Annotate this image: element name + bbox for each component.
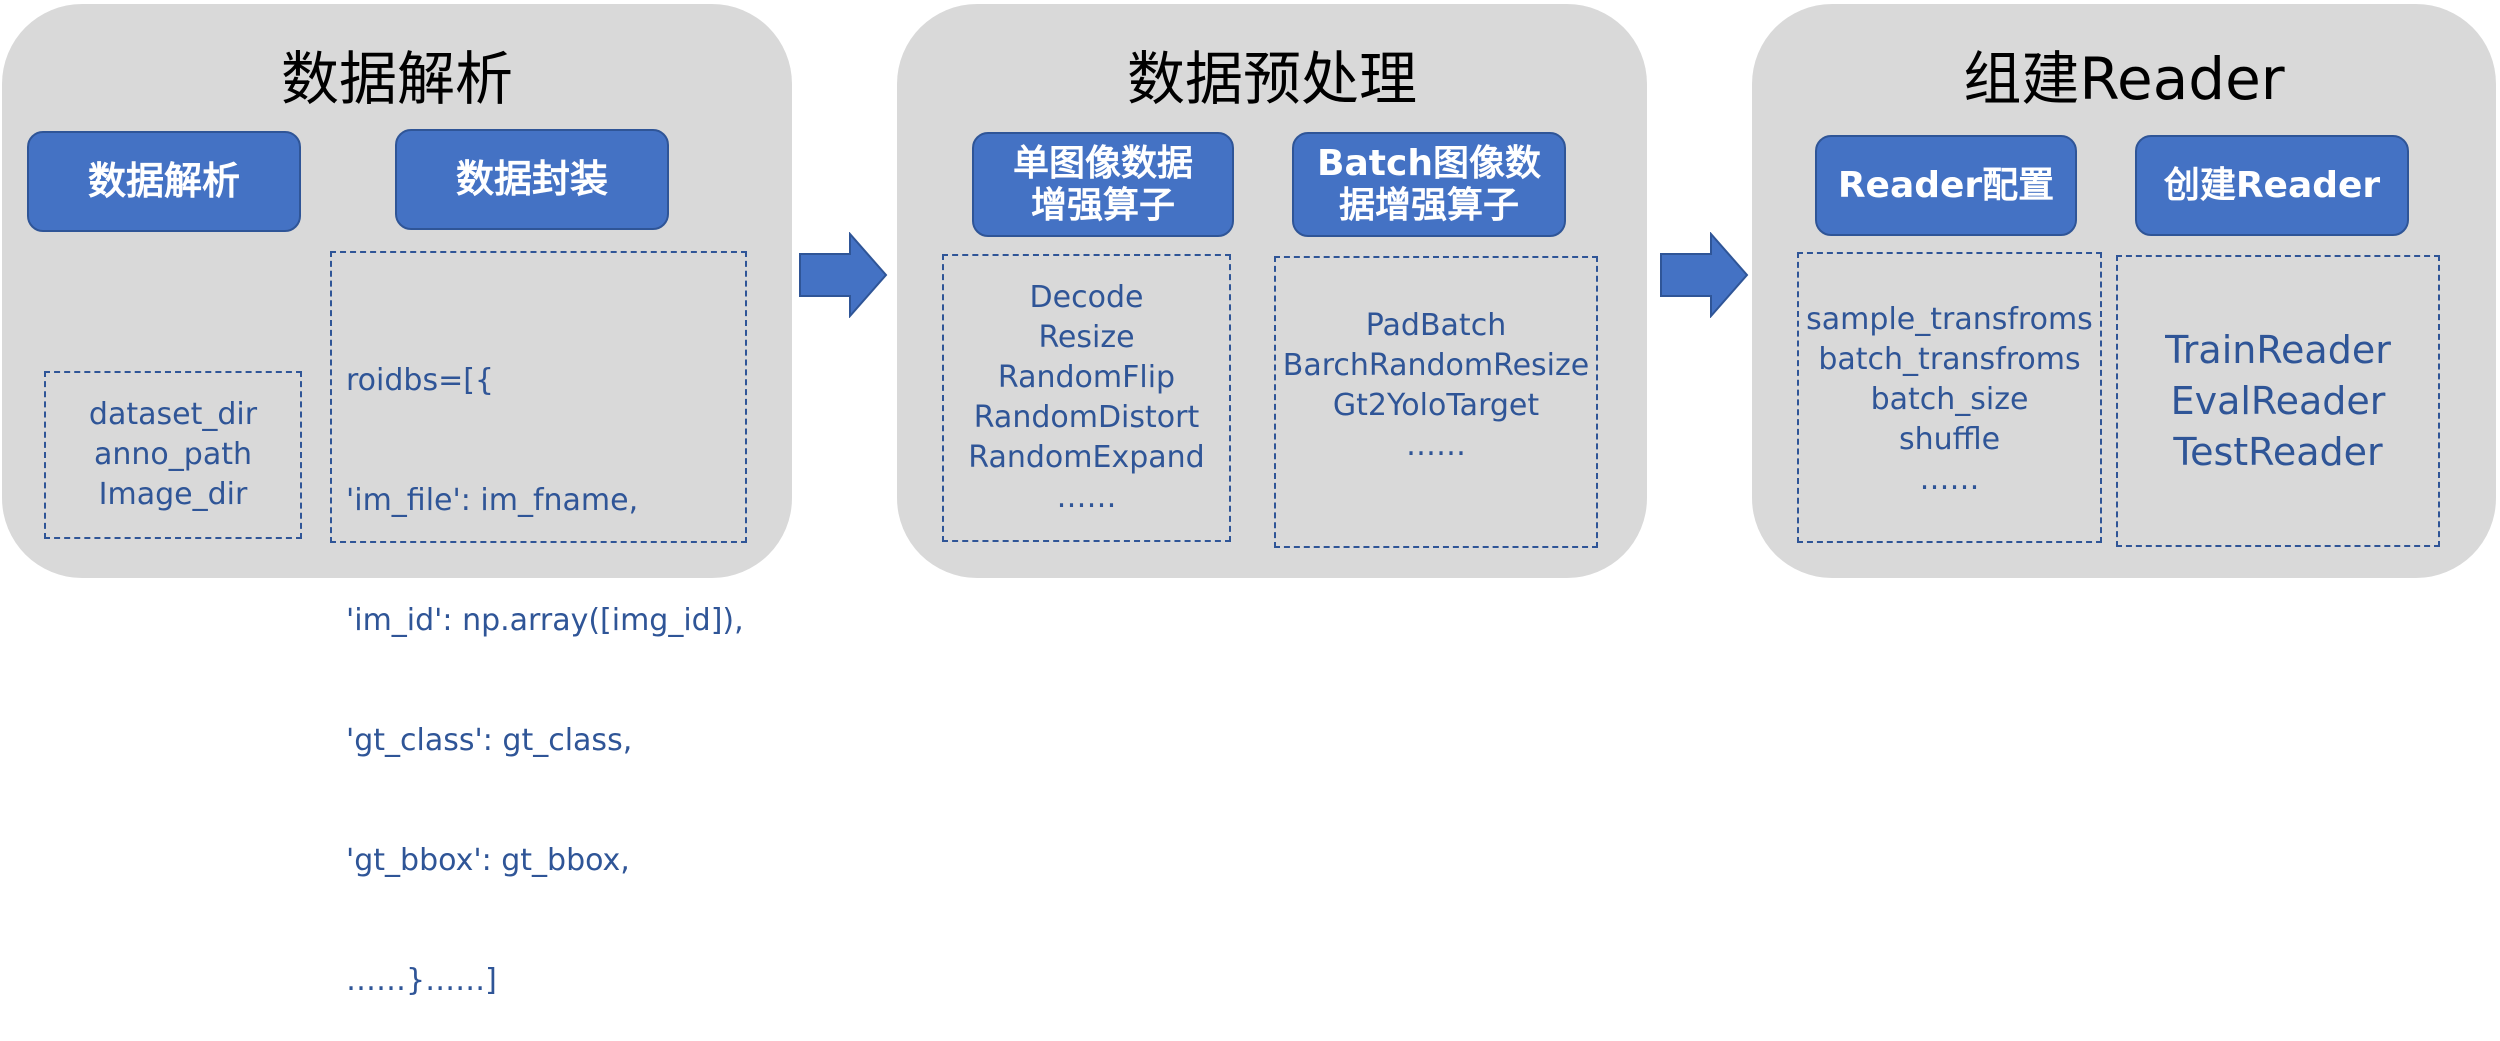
flow-arrow-icon — [1660, 232, 1749, 318]
config-line: sample_transfroms — [1806, 302, 2093, 337]
param-line: dataset_dir — [88, 397, 258, 432]
op-line: RandomDistort — [973, 400, 1200, 435]
config-line: batch_size — [1870, 382, 2029, 417]
reader-line: TestReader — [2173, 429, 2383, 474]
flow-arrow-icon — [799, 232, 888, 318]
config-line: batch_transfroms — [1818, 342, 2081, 377]
button-label: Reader配置 — [1837, 164, 2055, 206]
op-line: Resize — [1038, 320, 1135, 355]
config-line: shuffle — [1898, 422, 2001, 457]
stage-panel-data-parsing: 数据解析 — [2, 4, 792, 578]
op-line: RandomFlip — [997, 360, 1176, 395]
button-label: 单图像数据 — [1012, 143, 1193, 185]
code-line: ……}……] — [346, 963, 497, 998]
stage-title: 数据解析 — [280, 45, 513, 113]
button-label: 数据封装 — [455, 156, 608, 201]
data-parse-button: 数据解析 — [27, 131, 301, 232]
button-label: 增强算子 — [1030, 184, 1175, 226]
roidbs-code-box: roidbs=[{ 'im_file': im_fname, 'im_id': … — [330, 251, 747, 998]
stage-title: 数据预处理 — [1126, 45, 1417, 113]
op-line: Gt2YoloTarget — [1332, 388, 1540, 423]
batch-image-augment-button: Batch图像数 据增强算子 — [1292, 132, 1566, 237]
op-line: …… — [1406, 428, 1466, 463]
reader-config-button: Reader配置 — [1815, 135, 2077, 236]
config-line: …… — [1919, 462, 1980, 497]
reader-config-box: sample_transfroms batch_transfroms batch… — [1797, 252, 2102, 543]
stage-panel-build-reader: 组建Reader — [1752, 4, 2496, 578]
code-line: 'im_id': np.array([img_id]), — [346, 603, 744, 638]
reader-types-box: TrainReader EvalReader TestReader — [2116, 255, 2440, 547]
parse-params-box: dataset_dir anno_path Image_dir — [44, 371, 302, 539]
op-line: BarchRandomResize — [1282, 348, 1590, 383]
stage-panel-preprocessing: 数据预处理 — [897, 4, 1647, 578]
param-line: Image_dir — [98, 477, 248, 512]
code-line: roidbs=[{ — [346, 363, 495, 398]
reader-line: EvalReader — [2170, 378, 2386, 423]
code-line: 'gt_class': gt_class, — [346, 723, 633, 758]
button-label: Batch图像数 — [1317, 143, 1541, 185]
create-reader-button: 创建Reader — [2135, 135, 2409, 236]
button-label: 创建Reader — [2163, 164, 2381, 206]
single-image-augment-button: 单图像数据 增强算子 — [972, 132, 1234, 237]
code-line: 'gt_bbox': gt_bbox, — [346, 843, 630, 878]
single-image-ops-box: Decode Resize RandomFlip RandomDistort R… — [942, 254, 1231, 542]
stage-title: 组建Reader — [1963, 45, 2285, 113]
button-label: 数据解析 — [87, 158, 240, 203]
param-line: anno_path — [94, 437, 252, 472]
batch-ops-box: PadBatch BarchRandomResize Gt2YoloTarget… — [1274, 256, 1598, 548]
code-line: 'im_file': im_fname, — [346, 483, 639, 518]
button-label: 据增强算子 — [1338, 184, 1519, 226]
op-line: …… — [1056, 480, 1117, 515]
data-wrap-button: 数据封装 — [395, 129, 669, 230]
op-line: Decode — [1029, 280, 1144, 315]
reader-line: TrainReader — [2165, 327, 2391, 372]
op-line: PadBatch — [1365, 308, 1507, 343]
op-line: RandomExpand — [968, 440, 1205, 475]
